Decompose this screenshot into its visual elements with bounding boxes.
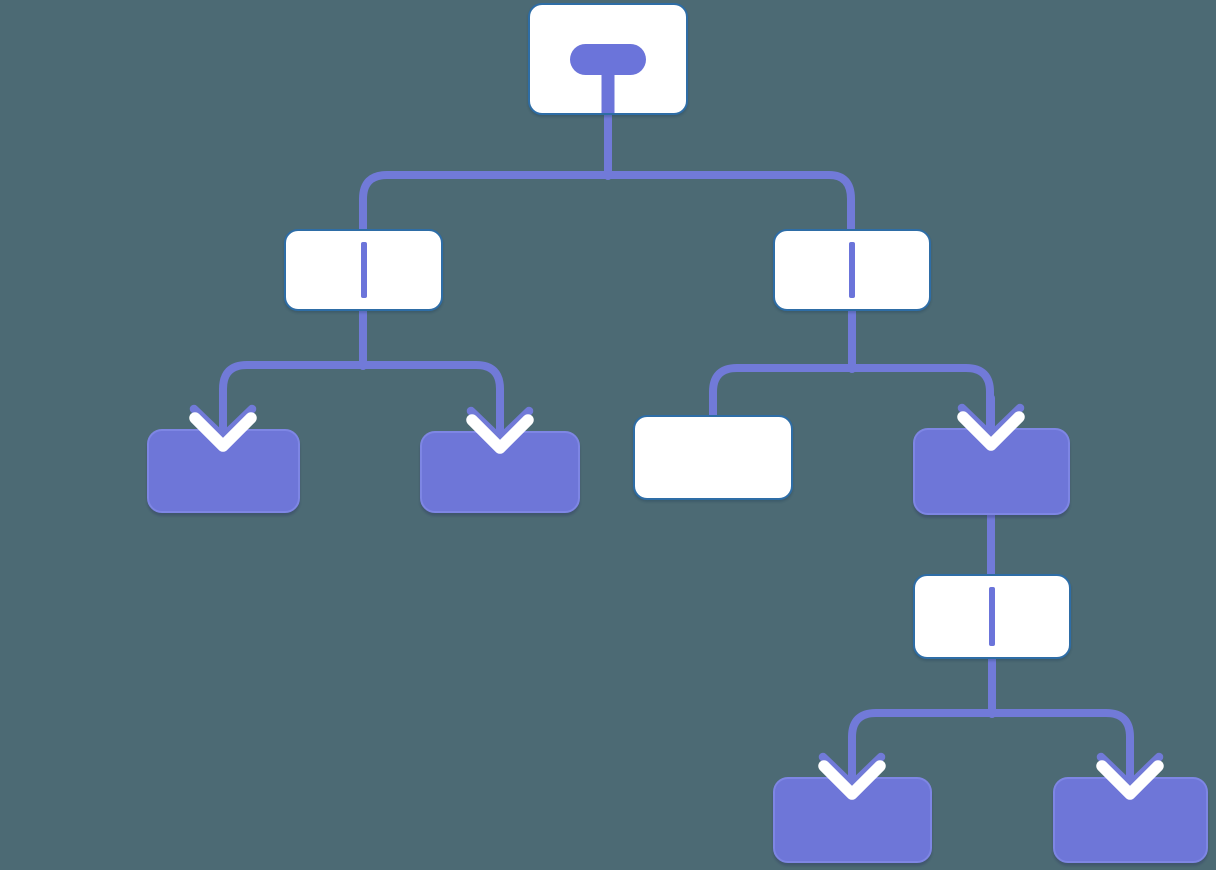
chevron-arrow-marker	[957, 394, 1025, 451]
divider-line-icon	[989, 587, 995, 646]
edge-lower-split	[848, 709, 1134, 782]
tree-node-branch-lower[interactable]	[913, 574, 1071, 659]
chevron-arrow-marker	[466, 397, 534, 454]
root-stem-icon	[601, 73, 615, 113]
tree-node-branch-right[interactable]	[773, 229, 931, 311]
tree-node-empty[interactable]	[633, 415, 793, 500]
edge-left-split	[219, 361, 504, 436]
tree-node-branch-left[interactable]	[284, 229, 443, 311]
chevron-arrow-marker	[1096, 743, 1164, 800]
root-pill-icon	[570, 44, 646, 75]
edge-right-split	[709, 364, 994, 433]
edge-root-split	[359, 171, 855, 235]
chevron-arrow-marker	[189, 395, 257, 452]
tree-node-root[interactable]	[528, 3, 688, 115]
divider-line-icon	[849, 242, 855, 298]
divider-line-icon	[360, 242, 367, 298]
chevron-arrow-marker	[818, 743, 886, 800]
